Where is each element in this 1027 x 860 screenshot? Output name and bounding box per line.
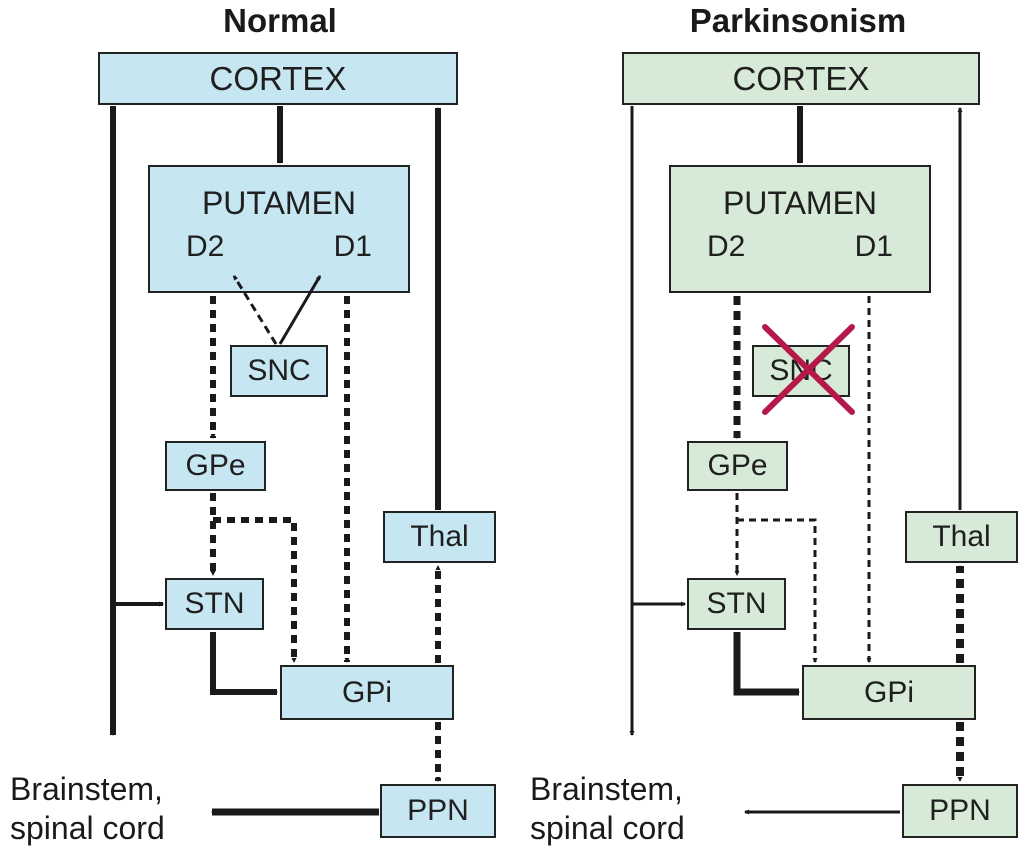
normal-gpe-box: GPe [165,441,266,491]
normal-panel-title: Normal [223,2,337,39]
normal-stn-box: STN [165,578,264,630]
normal-d2-label: D2 [186,230,225,263]
pd-gpe-box: GPe [687,441,788,491]
parkinsonism-panel-title: Parkinsonism [689,2,907,39]
pd-stn-box: STN [687,578,786,630]
pd-d1-label: D1 [854,230,893,263]
normal-gpe-gpi-arrow [213,517,297,663]
pd-output-line-2: spinal cord [530,810,685,846]
normal-putamen-box: PUTAMEN D2 D1 [148,165,410,293]
normal-ppn-box: PPN [380,784,496,838]
normal-putamen-label: PUTAMEN [201,185,357,221]
normal-snc-box: SNC [230,345,328,397]
normal-d1-label: D1 [333,230,372,263]
pd-output-line-1: Brainstem, [530,771,683,807]
normal-snc-d1-arrow [278,275,322,345]
normal-thal-box: Thal [383,511,496,563]
snc-lesion-x-mark [762,324,855,415]
normal-stn-gpi-arrow [210,632,278,695]
normal-output-line-2: spinal cord [10,810,165,846]
pd-ppn-box: PPN [902,784,1018,838]
pd-stn-gpi-arrow [733,632,800,696]
normal-snc-d2-arrow [232,275,278,345]
pd-putamen-label: PUTAMEN [722,185,878,221]
pd-d2-label: D2 [707,230,746,263]
pd-gpe-gpi-arrow [737,518,818,663]
pd-thal-box: Thal [905,511,1018,563]
normal-output-label: Brainstem, spinal cord [10,770,165,848]
pd-cortex-box: CORTEX [622,52,980,105]
normal-gpi-box: GPi [280,665,454,720]
normal-cortex-box: CORTEX [98,52,458,105]
normal-output-line-1: Brainstem, [10,771,163,807]
pd-putamen-box: PUTAMEN D2 D1 [669,165,931,293]
pd-gpi-box: GPi [802,665,976,720]
pd-output-label: Brainstem, spinal cord [530,770,685,848]
